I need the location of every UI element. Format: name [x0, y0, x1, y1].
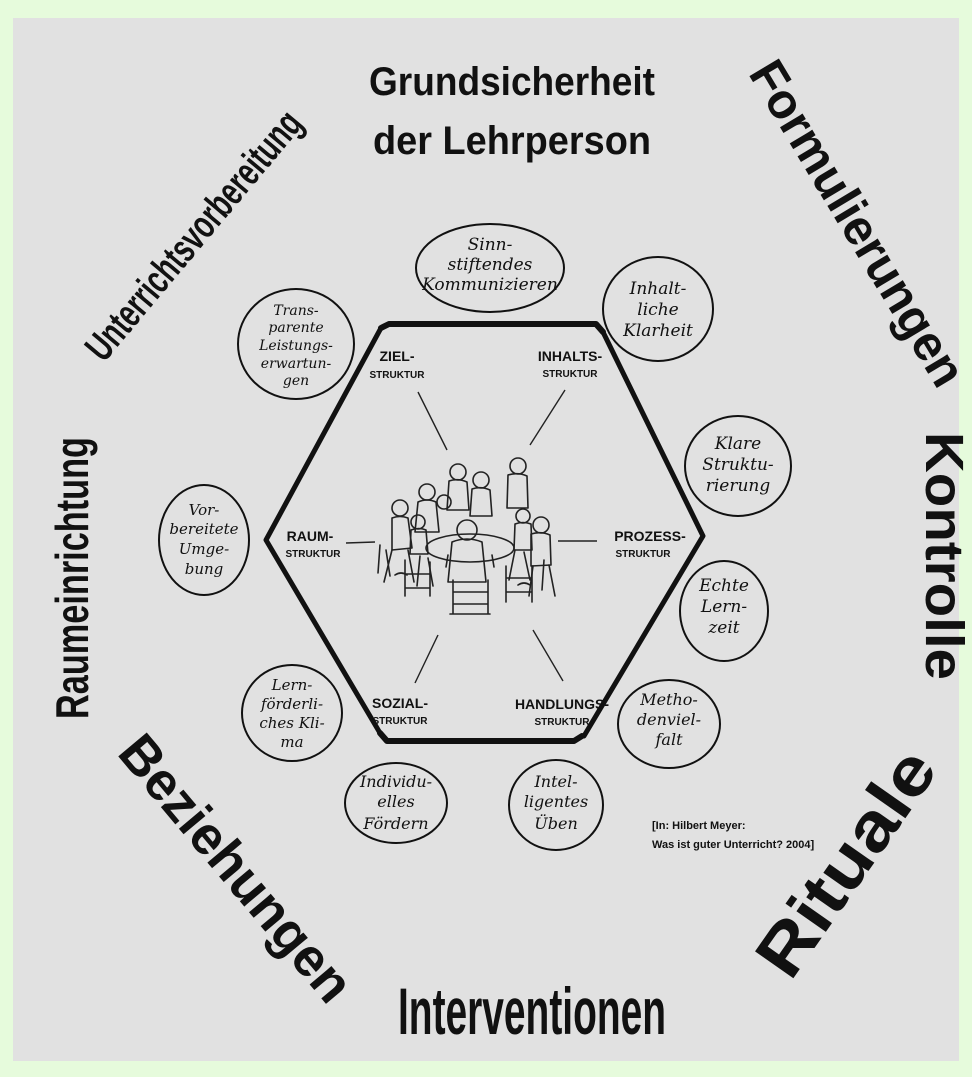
label-raumeinrichtung: Raumeinrichtung — [46, 437, 98, 719]
bubble-individuelles-foerdern: Individu- elles Fördern — [344, 762, 448, 844]
bubble-vorbereitete-umgebung: Vor- bereitete Umge- bung — [158, 484, 250, 596]
bubble-sinnstiftendes: Sinn- stiftendes Kommunizieren — [415, 223, 565, 313]
label-rituale: Rituale — [740, 735, 951, 992]
structure-raum: RAUM- STRUKTUR — [286, 528, 342, 560]
structure-sozial: SOZIAL- STRUKTUR — [372, 695, 428, 727]
label-formulierungen: Formulierungen — [738, 50, 972, 396]
bubble-text-line: Umge- — [179, 540, 229, 558]
structure-name: HANDLUNGS- — [515, 696, 609, 712]
bubble-text-line: Vor- — [189, 501, 220, 519]
bubble-text-line: denviel- — [637, 710, 701, 729]
bubble-transparente-leistungserwartungen: Trans- parente Leistungs- erwartun- gen — [237, 288, 355, 400]
structure-sub: STRUKTUR — [543, 369, 599, 380]
bubble-text-line: Üben — [534, 813, 578, 833]
bubble-text-line: bereitete — [169, 520, 238, 538]
structure-sub: STRUKTUR — [370, 370, 426, 381]
citation-line-2: Was ist guter Unterricht? 2004] — [652, 839, 815, 851]
structure-name: RAUM- — [287, 528, 334, 544]
bubble-text-line: Kommunizieren — [421, 275, 558, 295]
bubble-text-line: stiftendes — [448, 255, 533, 275]
bubble-text-line: Echte — [698, 576, 749, 596]
bubble-text-line: Fördern — [362, 814, 428, 833]
bubble-text-line: parente — [268, 320, 323, 336]
bubble-echte-lernzeit: Echte Lern- zeit — [679, 560, 769, 662]
bubble-text-line: falt — [654, 730, 683, 749]
bubble-methodenvielfalt: Metho- denviel- falt — [617, 679, 721, 769]
title-line-2: der Lehrperson — [373, 119, 651, 163]
structure-sub: STRUKTUR — [373, 716, 429, 727]
structure-name: SOZIAL- — [372, 695, 428, 711]
diagram-background — [13, 18, 959, 1061]
bubble-text-line: Sinn- — [468, 235, 513, 255]
bubble-text-line: Struktu- — [702, 455, 774, 475]
bubble-text-line: zeit — [707, 618, 739, 638]
label-interventionen: Interventionen — [398, 974, 666, 1048]
structure-hexagon — [263, 321, 706, 744]
bubble-text-line: Lern- — [700, 597, 747, 617]
structure-sub: STRUKTUR — [286, 549, 342, 560]
structure-name: ZIEL- — [380, 348, 415, 364]
bubble-text-line: Trans- — [273, 303, 319, 319]
title-line-1: Grundsicherheit — [369, 60, 655, 104]
citation-line-1: [In: Hilbert Meyer: — [652, 820, 746, 832]
bubble-text-line: Leistungs- — [258, 338, 333, 354]
bubble-text-line: bung — [185, 560, 224, 578]
structure-ziel: ZIEL- STRUKTUR — [370, 348, 426, 381]
bubble-text-line: förderli- — [260, 695, 323, 713]
bubble-lernfoerderliches-klima: Lern- förderli- ches Kli- ma — [241, 664, 343, 762]
bubble-text-line: gen — [283, 373, 309, 389]
structure-prozess: PROZESS- STRUKTUR — [614, 528, 686, 560]
bubble-intelligentes-ueben: Intel- ligentes Üben — [508, 759, 604, 851]
structure-sub: STRUKTUR — [535, 717, 591, 728]
structure-sub: STRUKTUR — [616, 549, 672, 560]
classroom-sketch-icon — [377, 457, 556, 615]
bubble-text-line: Inhalt- — [629, 279, 687, 299]
bubble-text-line: Intel- — [533, 772, 577, 791]
structure-name: INHALTS- — [538, 348, 603, 364]
bubble-text-line: Klare — [714, 434, 761, 454]
bubble-text-line: elles — [377, 792, 414, 811]
structure-inhalts: INHALTS- STRUKTUR — [538, 348, 603, 380]
bubble-text-line: rierung — [706, 476, 771, 496]
bubble-text-line: erwartun- — [261, 356, 332, 372]
bubble-text-line: Klarheit — [622, 321, 693, 341]
bubble-text-line: ligentes — [524, 792, 588, 811]
bubble-text-line: Lern- — [271, 676, 313, 694]
structure-handlungs: HANDLUNGS- STRUKTUR — [515, 696, 609, 728]
spoke-lines — [345, 389, 597, 684]
label-kontrolle: Kontrolle — [914, 432, 972, 680]
bubble-text-line: Metho- — [639, 690, 698, 709]
bubble-klare-strukturierung: Klare Struktu- rierung — [684, 415, 792, 517]
bubble-text-line: liche — [637, 300, 678, 320]
bubble-text-line: ma — [280, 733, 303, 751]
bubble-inhaltliche-klarheit: Inhalt- liche Klarheit — [602, 256, 714, 362]
label-beziehungen: Beziehungen — [107, 723, 365, 1014]
bubble-text-line: Individu- — [359, 772, 432, 791]
bubble-text-line: ches Kli- — [259, 714, 324, 732]
structure-name: PROZESS- — [614, 528, 686, 544]
